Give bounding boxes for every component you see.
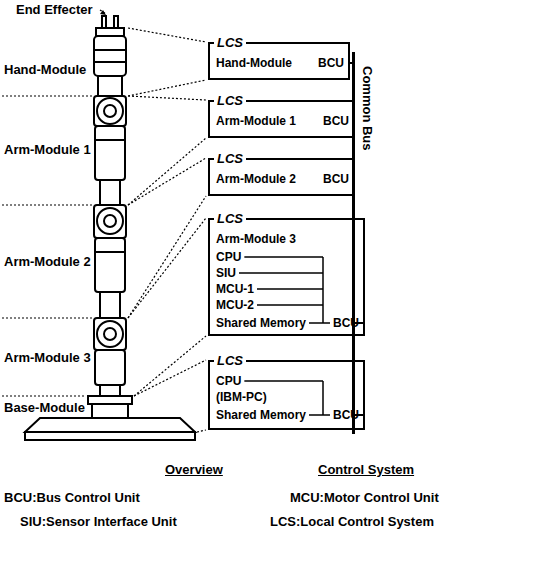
unit-name: Arm-Module 1 [216,114,296,128]
legend-heading: Control System [318,462,414,477]
unit-name: BCU [323,172,349,186]
legend-heading: Overview [165,462,223,477]
part-name: End Effecter [16,2,93,17]
part-name: Arm-Module 3 [4,350,91,365]
internal-bus-wire [322,257,324,323]
unit-name: BCU [333,316,359,330]
unit-name: BCU [333,408,359,422]
unit-name: Arm-Module 3 [216,232,296,246]
box-heading: LCS [214,93,246,108]
arrow-head [100,10,106,15]
internal-bus-wire [309,322,330,324]
internal-bus-wire [257,304,323,306]
unit-name: Shared Memory [216,316,306,330]
part-name: Arm-Module 2 [4,254,91,269]
box-heading: LCS [214,353,246,368]
box-heading: LCS [214,211,246,226]
unit-name: CPU [216,374,241,388]
internal-bus-wire [257,288,323,290]
abbreviation: MCU:Motor Control Unit [290,490,439,505]
unit-name: BCU [318,56,344,70]
local-control-box: LCSArm-Module 3CPUSIUMCU-1MCU-2Shared Me… [208,218,365,336]
local-control-box: LCSArm-Module 1BCU [208,100,355,138]
unit-name: Arm-Module 2 [216,172,296,186]
unit-name: SIU [216,266,236,280]
abbreviation: SIU:Sensor Interface Unit [20,514,177,529]
unit-name: MCU-1 [216,282,254,296]
internal-bus-wire [244,380,323,382]
local-control-box: LCSArm-Module 2BCU [208,158,355,196]
abbreviation: LCS:Local Control System [270,514,434,529]
abbreviation: BCU:Bus Control Unit [4,490,140,505]
part-name: Hand-Module [4,62,86,77]
internal-bus-wire [322,381,324,415]
internal-bus-wire [244,256,323,258]
part-name: Base-Module [4,400,85,415]
local-control-box: LCSHand-ModuleBCU [208,42,350,80]
common-bus: Common Bus [352,52,376,434]
box-heading: LCS [214,151,246,166]
unit-name: MCU-2 [216,298,254,312]
unit-name: BCU [323,114,349,128]
bus-label: Common Bus [360,66,375,151]
robot-arm [25,16,195,440]
box-heading: LCS [214,35,246,50]
unit-name: (IBM-PC) [216,390,267,404]
internal-bus-wire [309,414,330,416]
internal-bus-wire [239,272,323,274]
unit-name: Shared Memory [216,408,306,422]
local-control-box: LCSCPU(IBM-PC)Shared MemoryBCU [208,360,365,430]
unit-name: CPU [216,250,241,264]
unit-name: Hand-Module [216,56,292,70]
leader-lines [2,10,206,432]
part-name: Arm-Module 1 [4,142,91,157]
